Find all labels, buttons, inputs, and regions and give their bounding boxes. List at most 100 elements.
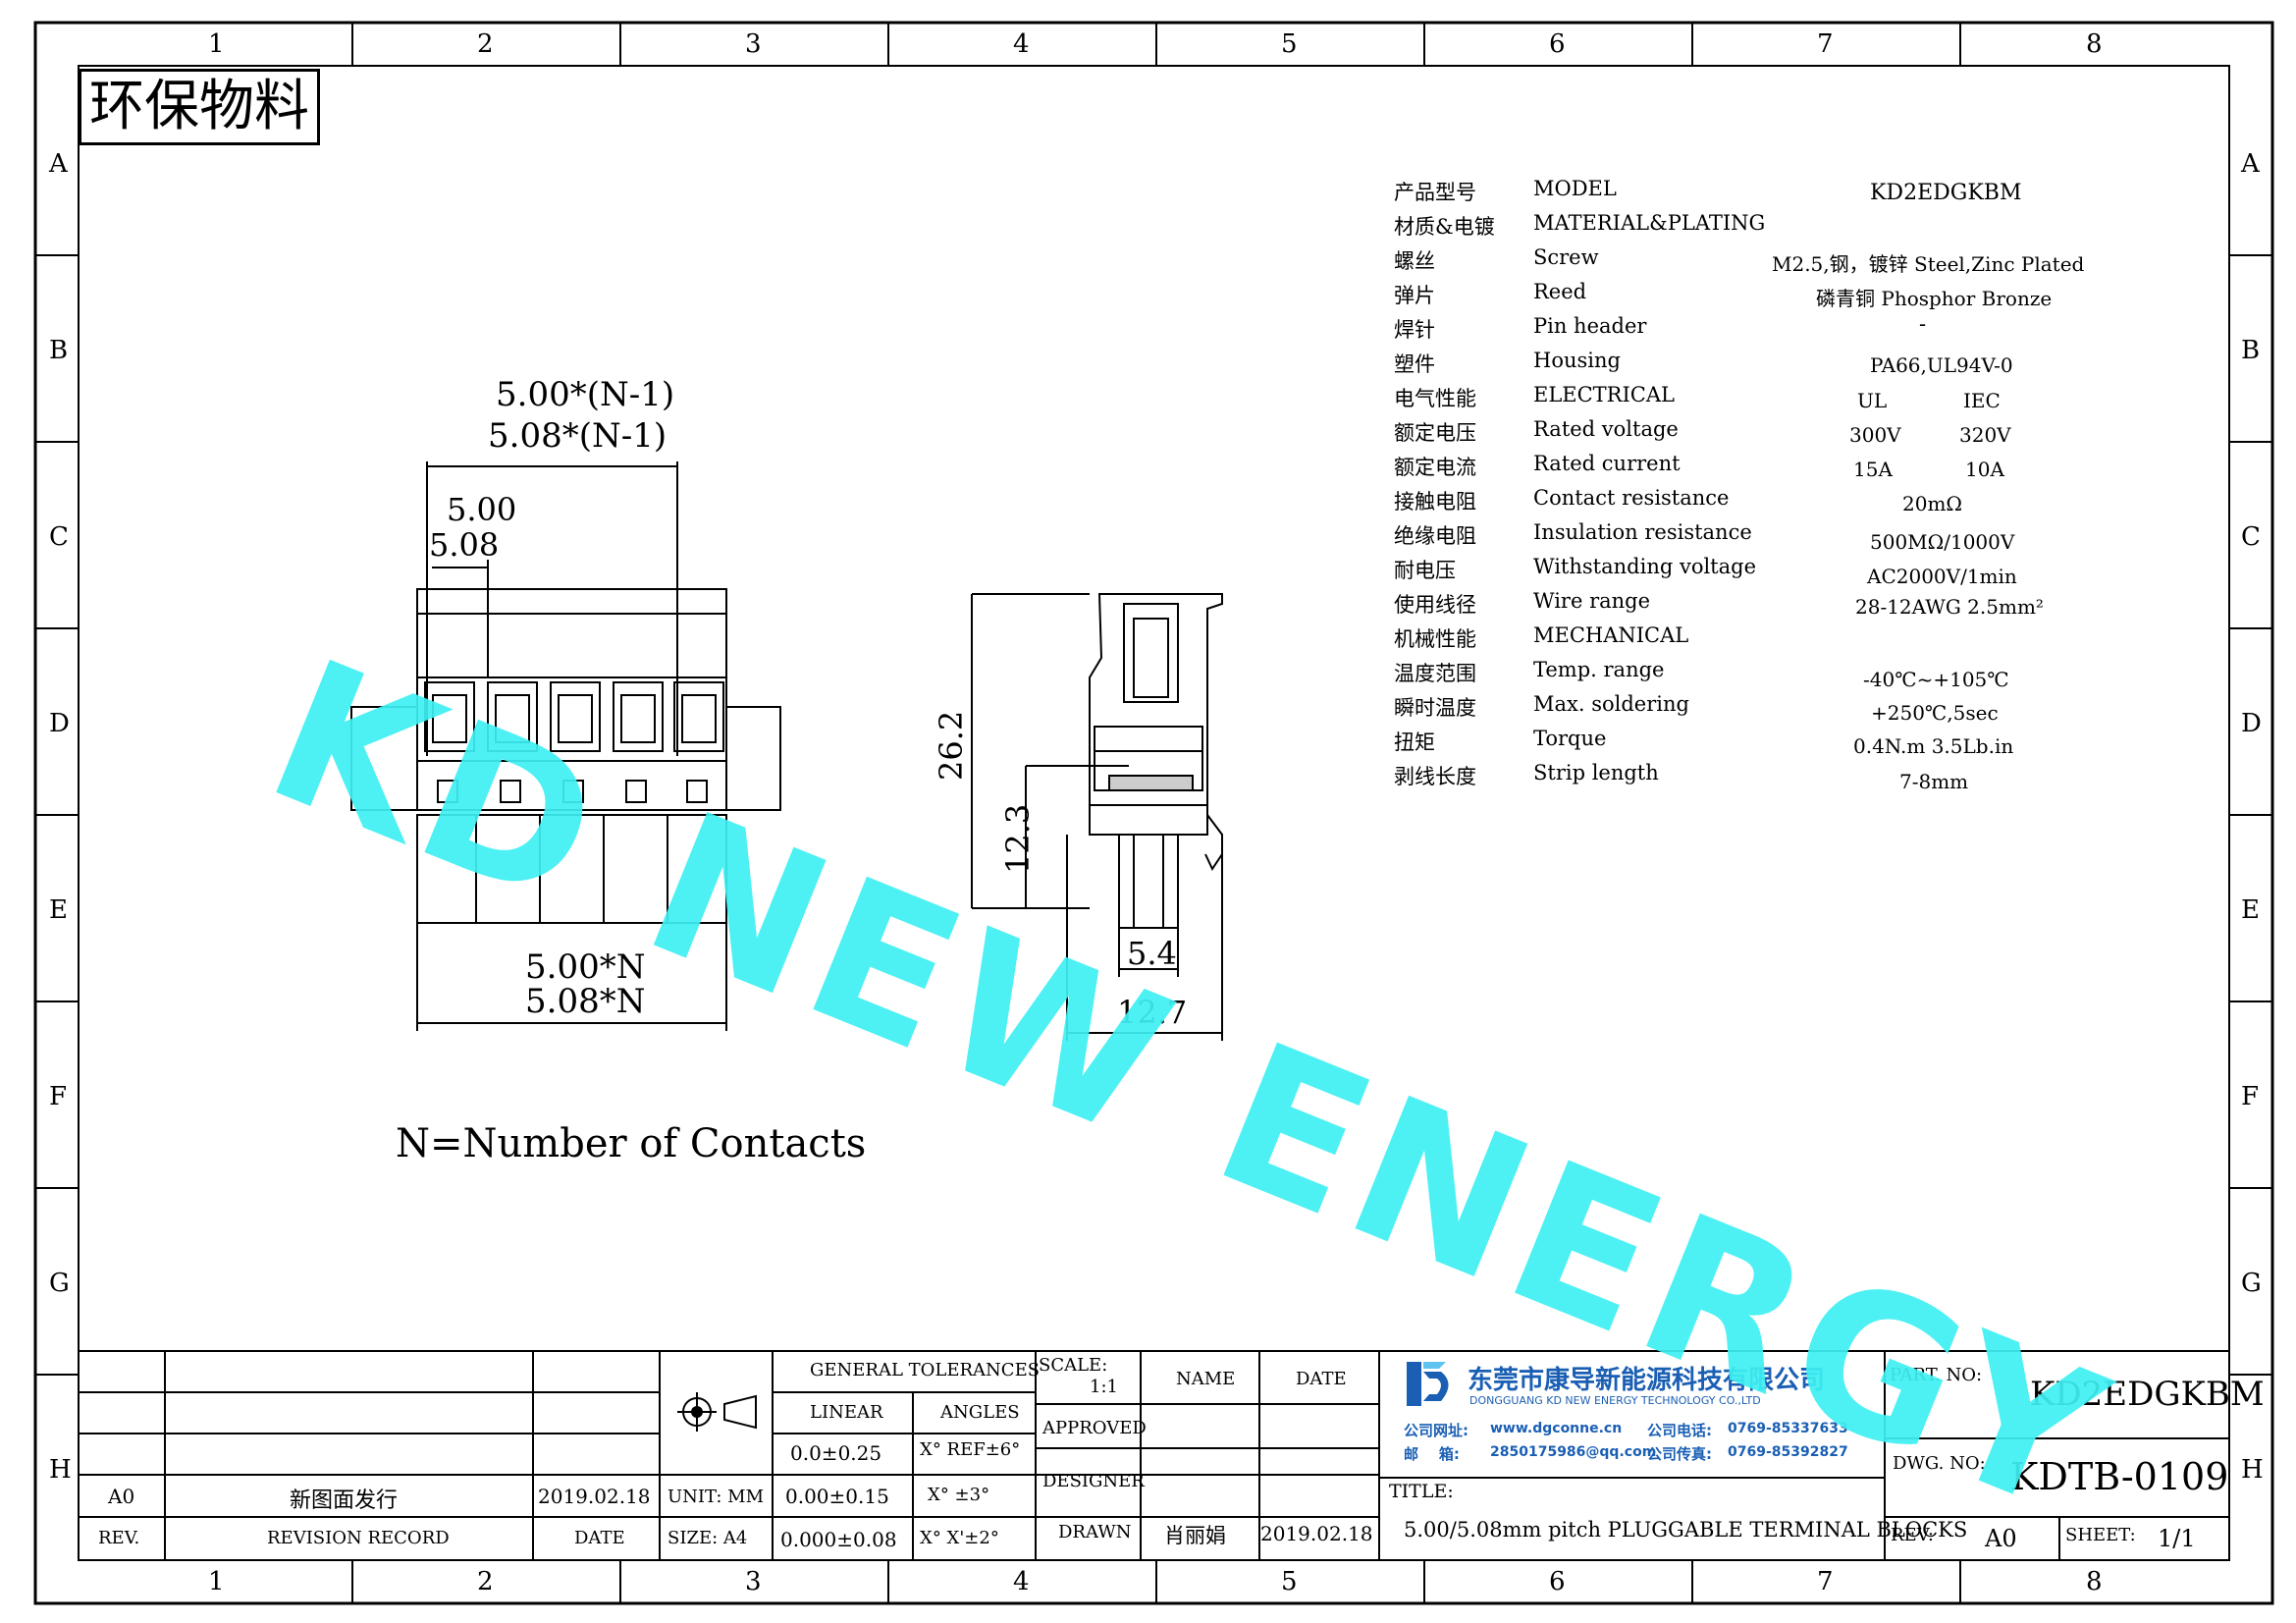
spec-en: Rated voltage xyxy=(1533,417,1679,441)
col-label: 1 xyxy=(208,1567,225,1596)
drawing-title: 5.00/5.08mm pitch PLUGGABLE TERMINAL BLO… xyxy=(1404,1518,1968,1542)
rev-date: 2019.02.18 xyxy=(538,1485,651,1508)
phone-value: 0769-85337633 xyxy=(1728,1421,1848,1436)
row-label: D xyxy=(49,709,70,738)
spec-cn: 使用线径 xyxy=(1394,593,1476,617)
part-no-label: PART. NO: xyxy=(1890,1365,1983,1385)
dim-pin-width: 5.4 xyxy=(1127,935,1177,972)
dim-depth: 12.7 xyxy=(1117,994,1188,1031)
approved-label: APPROVED xyxy=(1042,1418,1147,1438)
col-label: 8 xyxy=(2086,29,2103,59)
col-label: 3 xyxy=(745,29,762,59)
spec-en: Temp. range xyxy=(1533,658,1665,681)
rev-label: REV: xyxy=(1891,1525,1934,1545)
dim-width-508: 5.08*N xyxy=(525,982,646,1021)
row-label: E xyxy=(2241,895,2260,925)
spec-val: +250℃,5sec xyxy=(1871,701,1999,725)
col-label: 1 xyxy=(208,29,225,59)
row-label: C xyxy=(49,522,69,552)
col-label: 7 xyxy=(1817,1567,1834,1596)
website-value: www.dgconne.cn xyxy=(1490,1421,1623,1436)
spec-cn: 温度范围 xyxy=(1394,662,1476,685)
spec-cn: 焊针 xyxy=(1394,318,1435,342)
spec-cn: 额定电流 xyxy=(1394,456,1476,479)
date-header-rev: DATE xyxy=(574,1528,625,1548)
spec-cn: 弹片 xyxy=(1394,284,1435,307)
row-label: D xyxy=(2241,709,2262,738)
col-label: 4 xyxy=(1013,29,1030,59)
spec-val: 500MΩ/1000V xyxy=(1870,530,2015,554)
spec-en: Screw xyxy=(1533,245,1599,269)
spec-en: Max. soldering xyxy=(1533,692,1689,716)
spec-val: - xyxy=(1919,312,1927,336)
col-label: 2 xyxy=(477,1567,494,1596)
spec-en: Housing xyxy=(1533,349,1621,372)
rev-a0: A0 xyxy=(108,1485,135,1508)
row-label: A xyxy=(49,149,68,179)
spec-cn: 塑件 xyxy=(1394,352,1435,376)
fax-value: 0769-85392827 xyxy=(1728,1444,1848,1460)
row-label: B xyxy=(2241,336,2261,365)
tol-linear-2: 0.00±0.15 xyxy=(785,1485,889,1508)
spec-val: M2.5,钢，镀锌 Steel,Zinc Plated xyxy=(1772,252,2085,276)
sheet-label: SHEET: xyxy=(2065,1525,2136,1545)
row-label: B xyxy=(49,336,69,365)
name-header: NAME xyxy=(1176,1369,1236,1389)
title-label: TITLE: xyxy=(1389,1481,1454,1502)
row-label: G xyxy=(2241,1269,2262,1298)
spec-val-iec: IEC xyxy=(1963,389,2001,412)
spec-en: Insulation resistance xyxy=(1533,520,1752,544)
rev-value: A0 xyxy=(1985,1525,2017,1552)
spec-cn: 绝缘电阻 xyxy=(1394,524,1476,548)
spec-val-ul: UL xyxy=(1857,389,1888,412)
angles-label: ANGLES xyxy=(940,1402,1020,1423)
col-label: 6 xyxy=(1549,29,1566,59)
spec-en: Pin header xyxy=(1533,314,1647,338)
spec-en: Wire range xyxy=(1533,589,1651,613)
row-label: H xyxy=(2241,1455,2264,1485)
spec-val: 磷青铜 Phosphor Bronze xyxy=(1816,287,2053,310)
row-label: F xyxy=(49,1082,68,1111)
front-view-drawing xyxy=(350,461,781,1031)
spec-val: KD2EDGKBM xyxy=(1870,181,2022,205)
company-name-cn: 东莞市康导新能源科技有限公司 xyxy=(1468,1366,1826,1395)
spec-en: Strip length xyxy=(1533,761,1659,784)
spec-en: ELECTRICAL xyxy=(1533,383,1675,406)
email-value: 2850175986@qq.com xyxy=(1490,1444,1657,1460)
spec-en: Torque xyxy=(1533,727,1607,750)
tol-angle-2: X° ±3° xyxy=(928,1485,990,1505)
fax-label: 公司传真: xyxy=(1647,1445,1712,1463)
dim-pitch-n1-500: 5.00*(N-1) xyxy=(496,375,675,414)
email-label: 邮 箱: xyxy=(1404,1445,1460,1463)
part-no-value: KD2EDGKBM xyxy=(2030,1375,2265,1414)
scale-label: SCALE: xyxy=(1039,1355,1108,1376)
spec-cn: 瞬时温度 xyxy=(1394,696,1476,720)
drawn-date: 2019.02.18 xyxy=(1260,1522,1373,1545)
spec-en: Contact resistance xyxy=(1533,486,1730,510)
side-view-drawing xyxy=(971,593,1223,1041)
rev-desc: 新图面发行 xyxy=(290,1488,399,1513)
spec-en: Rated current xyxy=(1533,452,1681,475)
general-tolerances-label: GENERAL TOLERANCES xyxy=(810,1360,1041,1380)
spec-val: 28-12AWG 2.5mm² xyxy=(1855,595,2044,619)
spec-cn: 电气性能 xyxy=(1394,387,1476,410)
drawn-label: DRAWN xyxy=(1058,1522,1132,1542)
eco-material-badge: 环保物料 xyxy=(79,69,320,145)
spec-en: MATERIAL&PLATING xyxy=(1533,211,1766,235)
spec-cn: 剥线长度 xyxy=(1394,765,1476,788)
col-label: 8 xyxy=(2086,1567,2103,1596)
col-label: 6 xyxy=(1549,1567,1566,1596)
website-label: 公司网址: xyxy=(1404,1422,1468,1439)
spec-cn: 扭矩 xyxy=(1394,730,1435,754)
spec-val: 20mΩ xyxy=(1902,492,1962,515)
spec-cn: 额定电压 xyxy=(1394,421,1476,445)
spec-val-ul: 300V xyxy=(1849,423,1901,447)
dwg-no-value: KDTB-0109 xyxy=(2010,1455,2229,1498)
row-label: H xyxy=(49,1455,72,1485)
spec-en: Reed xyxy=(1533,280,1587,303)
spec-val: PA66,UL94V-0 xyxy=(1870,353,2013,377)
contacts-legend: N=Number of Contacts xyxy=(396,1121,867,1166)
spec-cn: 耐电压 xyxy=(1394,559,1456,582)
col-label: 5 xyxy=(1281,29,1298,59)
